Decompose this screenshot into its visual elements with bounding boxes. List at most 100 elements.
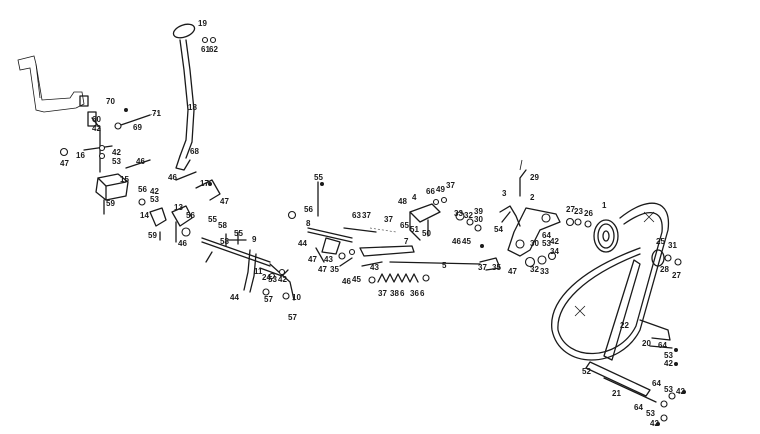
part-number-label: 60 <box>92 115 101 124</box>
block-parts <box>138 171 221 243</box>
part-number-label: 58 <box>218 221 227 230</box>
part-number-label: 42 <box>664 359 673 368</box>
middle-linkage <box>287 181 415 267</box>
part-number-label: 37 <box>478 263 487 272</box>
part-number-label: 23 <box>574 207 583 216</box>
part-number-label: 68 <box>190 147 199 156</box>
part-number-label: 64 <box>634 403 643 412</box>
lower-arm <box>585 361 676 422</box>
part-number-label: 65 <box>400 221 409 230</box>
rod-5 <box>389 257 501 271</box>
part-number-label: 33 <box>454 209 463 218</box>
part-number-label: 42 <box>550 237 559 246</box>
part-number-label: 47 <box>318 265 327 274</box>
part-number-label: 42 <box>676 387 685 396</box>
part-number-label: 10 <box>292 293 301 302</box>
bracket-block <box>59 144 151 215</box>
part-number-label: 59 <box>106 199 115 208</box>
part-number-label: 5 <box>442 261 447 270</box>
part-number-label: 17 <box>200 179 209 188</box>
part-number-label: 70 <box>106 97 115 106</box>
part-number-label: 61 <box>201 45 210 54</box>
part-number-label: 22 <box>620 321 629 330</box>
part-number-label: 56 <box>186 211 195 220</box>
part-number-label: 8 <box>306 219 311 228</box>
part-number-label: 56 <box>304 205 313 214</box>
pedal-assembly <box>17 55 161 173</box>
part-number-label: 42 <box>150 187 159 196</box>
part-number-label: 42 <box>650 419 659 428</box>
part-number-label: 15 <box>120 175 129 184</box>
part-number-label: 34 <box>550 247 559 256</box>
part-number-label: 46 <box>178 239 187 248</box>
part-number-label: 42 <box>92 124 101 133</box>
part-number-label: 44 <box>230 293 239 302</box>
part-number-label: 2 <box>530 193 535 202</box>
part-number-label: 53 <box>150 195 159 204</box>
part-number-label: 53 <box>268 275 277 284</box>
part-number-label: 62 <box>209 45 218 54</box>
part-number-label: 38 <box>390 289 399 298</box>
belt-guide <box>603 259 673 361</box>
part-number-label: 33 <box>540 267 549 276</box>
shift-lever <box>172 23 217 171</box>
part-number-label: 51 <box>410 225 419 234</box>
drive-belt <box>551 202 670 361</box>
part-number-label: 63 <box>352 211 361 220</box>
rod-assembly-left <box>201 231 295 301</box>
part-number-label: 19 <box>198 19 207 28</box>
part-number-label: 36 <box>410 289 419 298</box>
part-number-label: 42 <box>112 148 121 157</box>
hardware-fasteners <box>124 108 687 426</box>
part-number-label: 6 <box>420 289 425 298</box>
part-number-label: 47 <box>508 267 517 276</box>
part-number-label: 64 <box>542 231 551 240</box>
part-number-label: 16 <box>76 151 85 160</box>
part-number-label: 35 <box>330 265 339 274</box>
part-number-label: 71 <box>152 109 161 118</box>
part-number-label: 54 <box>494 225 503 234</box>
part-number-label: 14 <box>140 211 149 220</box>
part-number-label: 46 <box>342 277 351 286</box>
part-number-label: 37 <box>384 215 393 224</box>
part-number-label: 46 <box>136 157 145 166</box>
part-number-label: 46 <box>168 173 177 182</box>
part-number-label: 31 <box>668 241 677 250</box>
part-number-label: 18 <box>188 103 197 112</box>
part-number-label: 24 <box>262 273 271 282</box>
part-number-label: 57 <box>288 313 297 322</box>
part-number-label: 64 <box>658 341 667 350</box>
center-bracket <box>409 196 482 241</box>
part-number-label: 53 <box>646 409 655 418</box>
part-number-label: 37 <box>446 181 455 190</box>
part-number-label: 45 <box>352 275 361 284</box>
part-number-label: 43 <box>324 255 333 264</box>
part-number-label: 64 <box>652 379 661 388</box>
part-number-label: 37 <box>378 289 387 298</box>
part-number-label: 57 <box>264 295 273 304</box>
part-number-label: 30 <box>530 239 539 248</box>
part-number-label: 53 <box>542 239 551 248</box>
part-number-label: 47 <box>308 255 317 264</box>
spring-washers <box>368 273 430 284</box>
part-number-label: 49 <box>436 185 445 194</box>
part-number-label: 20 <box>642 339 651 348</box>
part-number-label: 56 <box>138 185 147 194</box>
part-number-label: 25 <box>656 237 665 246</box>
part-number-label: 46 <box>452 237 461 246</box>
part-number-label: 53 <box>112 157 121 166</box>
part-number-label: 52 <box>582 367 591 376</box>
part-number-label: 47 <box>220 197 229 206</box>
part-number-label: 43 <box>370 263 379 272</box>
part-number-label: 55 <box>314 173 323 182</box>
part-number-label: 37 <box>362 211 371 220</box>
part-number-label: 13 <box>174 203 183 212</box>
part-number-label: 30 <box>474 215 483 224</box>
part-number-label: 55 <box>234 229 243 238</box>
part-number-label: 45 <box>462 237 471 246</box>
part-number-label: 27 <box>672 271 681 280</box>
part-number-label: 32 <box>530 265 539 274</box>
